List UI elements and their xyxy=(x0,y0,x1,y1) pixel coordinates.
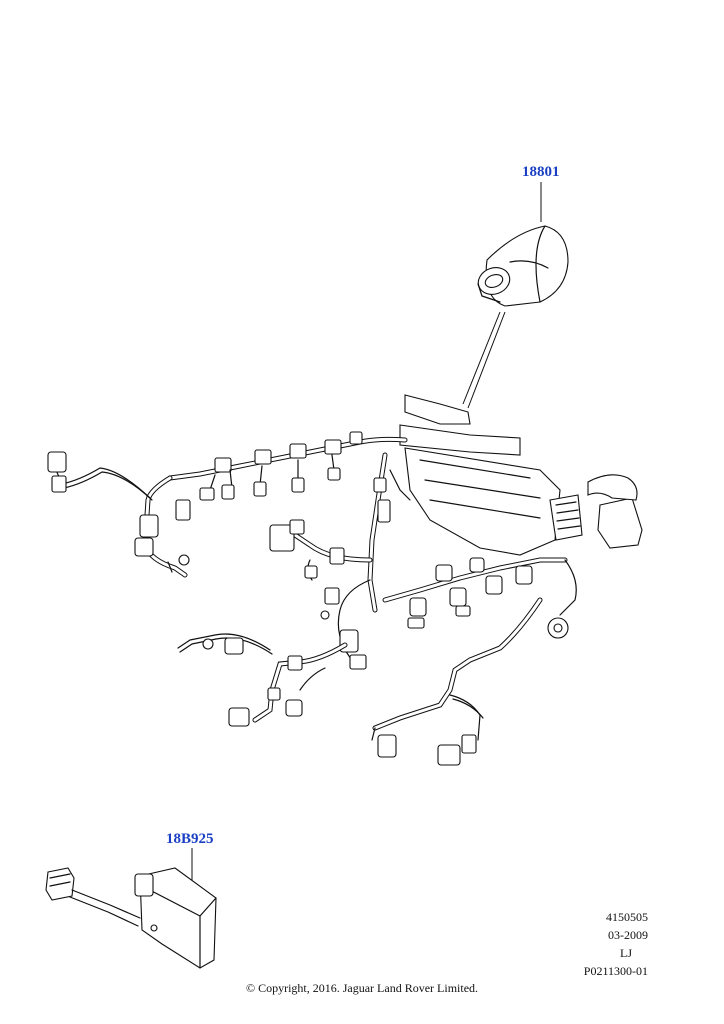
part-18801-sleeve xyxy=(477,225,569,307)
harness-center-branch xyxy=(269,452,411,670)
injector-connectors-left xyxy=(134,431,363,573)
callout-18801[interactable]: 18801 xyxy=(522,164,560,180)
diagram-author: LJ xyxy=(620,946,632,960)
harness-right-rail xyxy=(382,557,577,639)
part-18b925-module xyxy=(45,867,217,969)
diagram-number: 4150505 xyxy=(606,910,648,924)
diagram-reference: P0211300-01 xyxy=(583,964,648,978)
diagram-date: 03-2009 xyxy=(608,928,648,942)
pointer-line-a xyxy=(462,311,501,405)
copyright-notice: © Copyright, 2016. Jaguar Land Rover Lim… xyxy=(245,981,479,995)
callout-18b925[interactable]: 18B925 xyxy=(166,831,214,847)
harness-lower-right-branch xyxy=(371,597,543,766)
harness-trunk xyxy=(399,394,643,556)
diagram-metadata: 4150505 03-2009 LJ P0211300-01 xyxy=(584,908,648,980)
harness-lower-left-branch xyxy=(177,633,348,727)
pointer-line-b xyxy=(467,311,506,409)
